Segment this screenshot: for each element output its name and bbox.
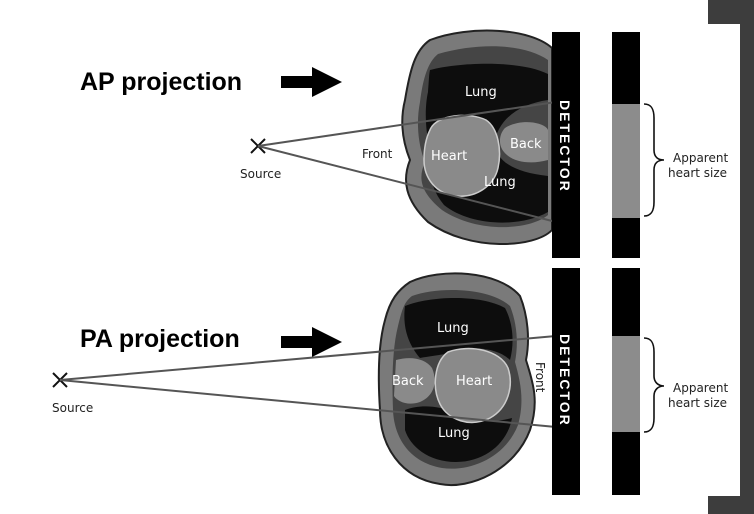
pa-lung-label-top: Lung bbox=[437, 321, 469, 336]
ap-detector-label: DETECTOR bbox=[557, 100, 573, 193]
ap-heart bbox=[423, 114, 501, 197]
ap-title: AP projection bbox=[80, 68, 242, 96]
pa-film-exposed bbox=[612, 336, 640, 432]
ap-projection-panel: AP projection Lung Heart Back Lung Front… bbox=[80, 29, 728, 258]
ap-ray-bottom bbox=[257, 145, 557, 223]
pa-front-label: Front bbox=[533, 362, 547, 393]
page-edge-top bbox=[708, 0, 754, 24]
page-edge-right bbox=[740, 24, 754, 496]
pa-source-label: Source bbox=[52, 401, 93, 415]
pa-title: PA projection bbox=[80, 325, 240, 353]
pa-heart-label: Heart bbox=[456, 374, 492, 389]
pa-ray-bottom bbox=[59, 379, 557, 428]
pa-arrow-icon bbox=[281, 327, 342, 357]
pa-detector bbox=[552, 268, 580, 495]
ap-front-label: Front bbox=[362, 147, 393, 161]
ap-arrow-icon bbox=[281, 67, 342, 97]
pa-detector-label: DETECTOR bbox=[557, 334, 573, 427]
ap-apparent-label-line1: Apparent bbox=[673, 151, 728, 165]
pa-film-bottom bbox=[612, 432, 640, 495]
ap-film-bottom bbox=[612, 218, 640, 258]
pa-ray-top bbox=[59, 335, 557, 381]
pa-back-label: Back bbox=[392, 374, 424, 389]
ap-lung-label-bottom: Lung bbox=[484, 175, 516, 190]
ap-back-label: Back bbox=[510, 137, 542, 152]
pa-heart bbox=[434, 347, 511, 424]
ap-source-label: Source bbox=[240, 167, 281, 181]
pa-film-top bbox=[612, 268, 640, 336]
ap-detector bbox=[552, 32, 580, 258]
ap-film-top bbox=[612, 32, 640, 104]
ap-apparent-label-line2: heart size bbox=[668, 166, 727, 180]
pa-lung-region-bottom bbox=[405, 406, 512, 462]
ap-film-exposed bbox=[612, 104, 640, 218]
ap-back-region bbox=[499, 122, 548, 163]
ap-heart-label: Heart bbox=[431, 149, 467, 164]
page-edge-bottom bbox=[708, 496, 754, 514]
pa-lung-label-bottom: Lung bbox=[438, 426, 470, 441]
pa-apparent-label-line2: heart size bbox=[668, 396, 727, 410]
pa-projection-panel: PA projection Lung Back Heart Lung Front… bbox=[52, 268, 728, 495]
ap-brace-icon bbox=[643, 103, 665, 217]
pa-brace-icon bbox=[643, 337, 665, 433]
pa-back-region bbox=[394, 358, 435, 404]
pa-apparent-label-line1: Apparent bbox=[673, 381, 728, 395]
ap-ray-top bbox=[257, 101, 557, 147]
ap-lung-label-top: Lung bbox=[465, 85, 497, 100]
pa-lung-region-top bbox=[404, 298, 513, 360]
